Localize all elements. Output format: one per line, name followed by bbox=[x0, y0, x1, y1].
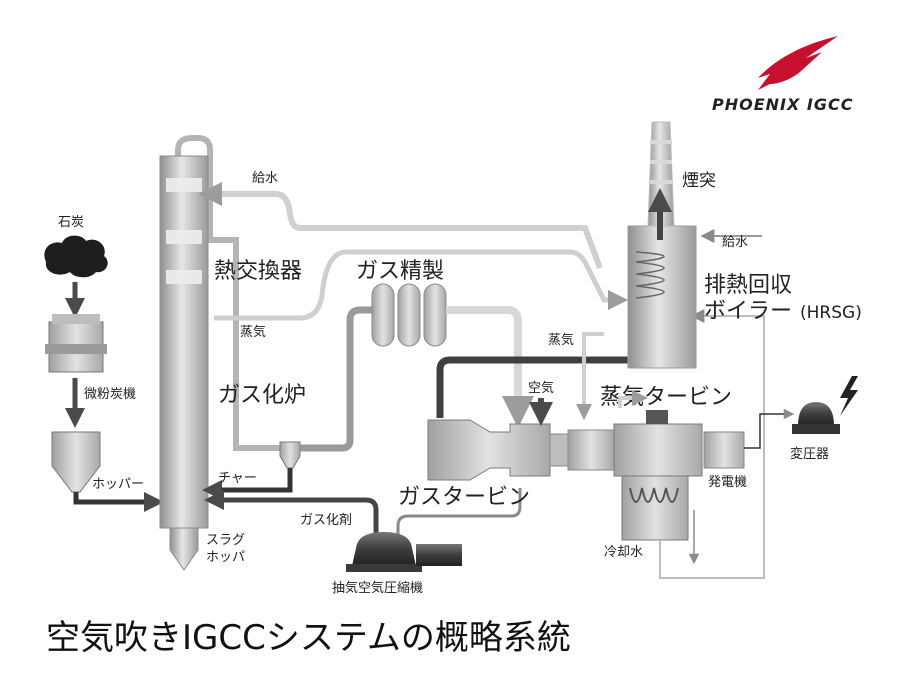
char-return: チャー bbox=[202, 306, 372, 500]
hrsg: 煙突 給水 排熱回収 ボイラー (HRSG) bbox=[627, 121, 862, 369]
hopper-label: ホッパー bbox=[92, 477, 144, 492]
diagram-caption: 空気吹きIGCCシステムの概略系統 bbox=[46, 618, 571, 658]
condenser: 冷却水 bbox=[604, 309, 765, 579]
hrsg-coil bbox=[635, 251, 665, 299]
heat-exchanger-label: 熱交換器 bbox=[214, 259, 302, 284]
coal-feed: 石炭 微粉炭機 ホッパー bbox=[44, 215, 164, 512]
slag-hopper-cone bbox=[169, 527, 199, 571]
water-in-left-label: 給水 bbox=[252, 171, 278, 186]
steam-to-turbine-line bbox=[618, 390, 648, 408]
air-compressor: ガス化剤 抽気空気圧縮機 bbox=[204, 488, 522, 596]
gasifying-agent-label: ガス化剤 bbox=[300, 512, 352, 528]
condenser-shell bbox=[621, 475, 689, 541]
power-line bbox=[744, 408, 795, 449]
slag-label-1: スラグ bbox=[206, 533, 245, 548]
gas-turbine-label: ガスタービン bbox=[398, 485, 530, 510]
air-label: 空気 bbox=[528, 380, 554, 396]
gt-st-coupling bbox=[567, 429, 615, 471]
hrsg-label-2: ボイラー bbox=[704, 299, 792, 324]
gas-turbine: 空気 ガスタービン bbox=[398, 218, 674, 510]
feedwater-left-line bbox=[198, 182, 603, 270]
gasifier-label: ガス化炉 bbox=[218, 383, 306, 408]
extraction-air-line bbox=[396, 488, 522, 534]
steam-turbine-train: 蒸気タービン 発電機 蒸気 bbox=[548, 332, 747, 490]
steam-mid-label: 蒸気 bbox=[548, 332, 574, 348]
lightning-icon bbox=[840, 376, 858, 416]
steam-mid-line bbox=[576, 332, 604, 420]
hopper-to-gasifier-line bbox=[73, 492, 164, 512]
transformer-icon bbox=[798, 402, 834, 426]
water-in-right-label: 給水 bbox=[722, 235, 748, 250]
coal-label: 石炭 bbox=[58, 215, 84, 230]
raw-gas-to-cleanup bbox=[300, 306, 372, 452]
clean-gas-to-turbine bbox=[446, 306, 534, 428]
water-steam-lines: 給水 蒸気 bbox=[198, 171, 628, 340]
cooling-coil bbox=[629, 487, 679, 503]
chimney-label: 煙突 bbox=[682, 171, 716, 191]
hrsg-label-1: 排熱回収 bbox=[704, 273, 792, 298]
pulverizer bbox=[45, 314, 107, 373]
logo-text: PHOENIX IGCC bbox=[712, 95, 853, 114]
steam-turbine-body bbox=[613, 423, 703, 477]
hopper bbox=[51, 431, 101, 493]
diagram-canvas: PHOENIX IGCC 石炭 微粉炭機 ホッパー 熱交換器 ガス化炉 スラグ … bbox=[44, 36, 862, 596]
gas-turbine-body bbox=[427, 419, 551, 481]
gasifier-top-loop bbox=[175, 135, 213, 160]
phoenix-logo: PHOENIX IGCC bbox=[712, 36, 853, 114]
steam-left-line bbox=[214, 249, 628, 321]
cooling-water-label: 冷却水 bbox=[604, 545, 643, 560]
transformer-group: 変圧器 bbox=[744, 376, 858, 462]
generator-label: 発電機 bbox=[708, 475, 747, 490]
slag-label-2: ホッパ bbox=[206, 550, 245, 565]
transformer-label: 変圧器 bbox=[790, 446, 829, 462]
logo-mark-icon bbox=[758, 36, 838, 90]
hrsg-abbr-label: (HRSG) bbox=[800, 303, 862, 323]
gasifier: 熱交換器 ガス化炉 スラグ ホッパ bbox=[159, 135, 306, 571]
gas-cleanup-unit: ガス精製 bbox=[356, 259, 534, 428]
generator-body bbox=[703, 431, 745, 469]
condensate-return-line bbox=[659, 309, 765, 579]
gasifying-agent-line bbox=[204, 490, 379, 548]
compressor-label: 抽気空気圧縮機 bbox=[332, 580, 423, 596]
compressor-body bbox=[352, 532, 416, 566]
pulverizer-label: 微粉炭機 bbox=[84, 387, 136, 402]
gas-cleanup-label: ガス精製 bbox=[356, 259, 444, 284]
cyclone bbox=[279, 441, 301, 469]
turbine-exhaust-line bbox=[436, 218, 674, 418]
gasifier-column bbox=[159, 155, 209, 529]
gasifier-right-pipe bbox=[207, 160, 282, 451]
steam-left-label: 蒸気 bbox=[240, 324, 266, 340]
char-label: チャー bbox=[218, 471, 257, 486]
coal-pile-icon bbox=[44, 235, 108, 278]
